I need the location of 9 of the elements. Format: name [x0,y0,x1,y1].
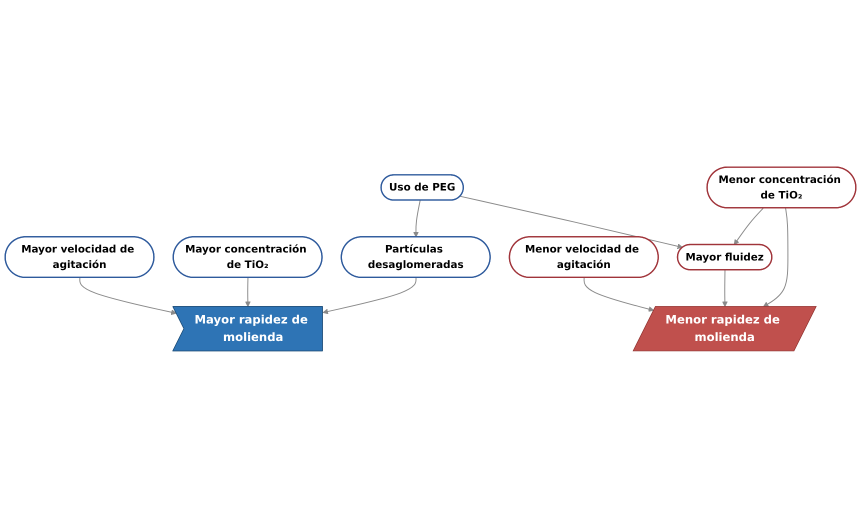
arrow [322,278,417,315]
arrow [722,270,728,308]
arrow [734,208,764,246]
arrow [584,278,654,312]
arrow [79,278,177,316]
arrow [763,208,788,308]
arrow [460,196,683,250]
arrow [245,278,251,308]
arrow [413,200,421,238]
